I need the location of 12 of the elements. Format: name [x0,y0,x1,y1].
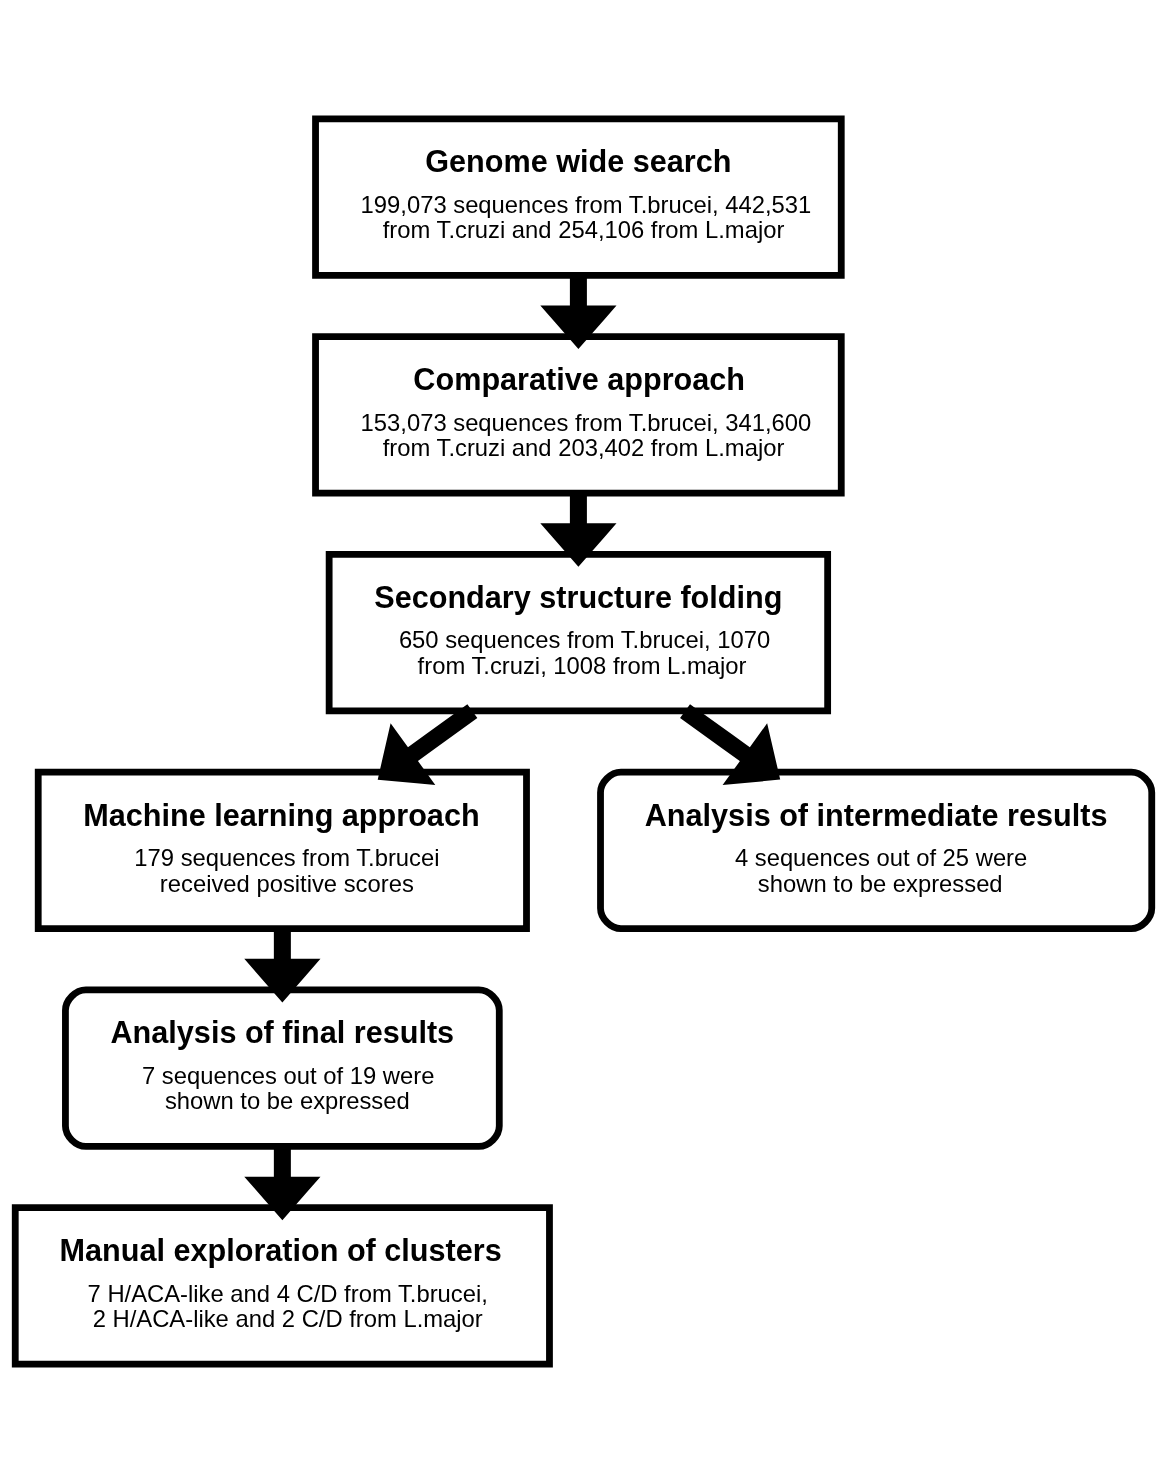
node-box: Machine learning approach 179 sequences from T.brucei received positive scores [34,768,530,933]
node-box: Analysis of intermediate results 4 sequences out of 25 were shown to be expressed [597,768,1156,933]
arrow [540,275,617,350]
arrow [244,1146,321,1221]
node-box: Manual exploration of clusters 7 H/ACA-like and 4 C/D from T.brucei, 2 H/ACA-like and 2 C/D from L.major [11,1204,553,1368]
arrow [540,493,617,567]
node-box: Analysis of final results 7 sequences out of 19 were shown to be expressed [62,986,503,1150]
arrow [680,704,781,786]
arrow [377,704,478,785]
node-box: Secondary structure folding 650 sequences from T.brucei, 1070 from T.cruzi, 1008 from L.major [325,550,832,715]
node-box: Comparative approach 153,073 sequences from T.brucei, 341,600 from T.cruzi and 203,402 from L.major [312,333,845,497]
node-box: Genome wide search 199,073 sequences from T.brucei, 442,531 from T.cruzi and 254,106 from L.major [312,115,845,279]
